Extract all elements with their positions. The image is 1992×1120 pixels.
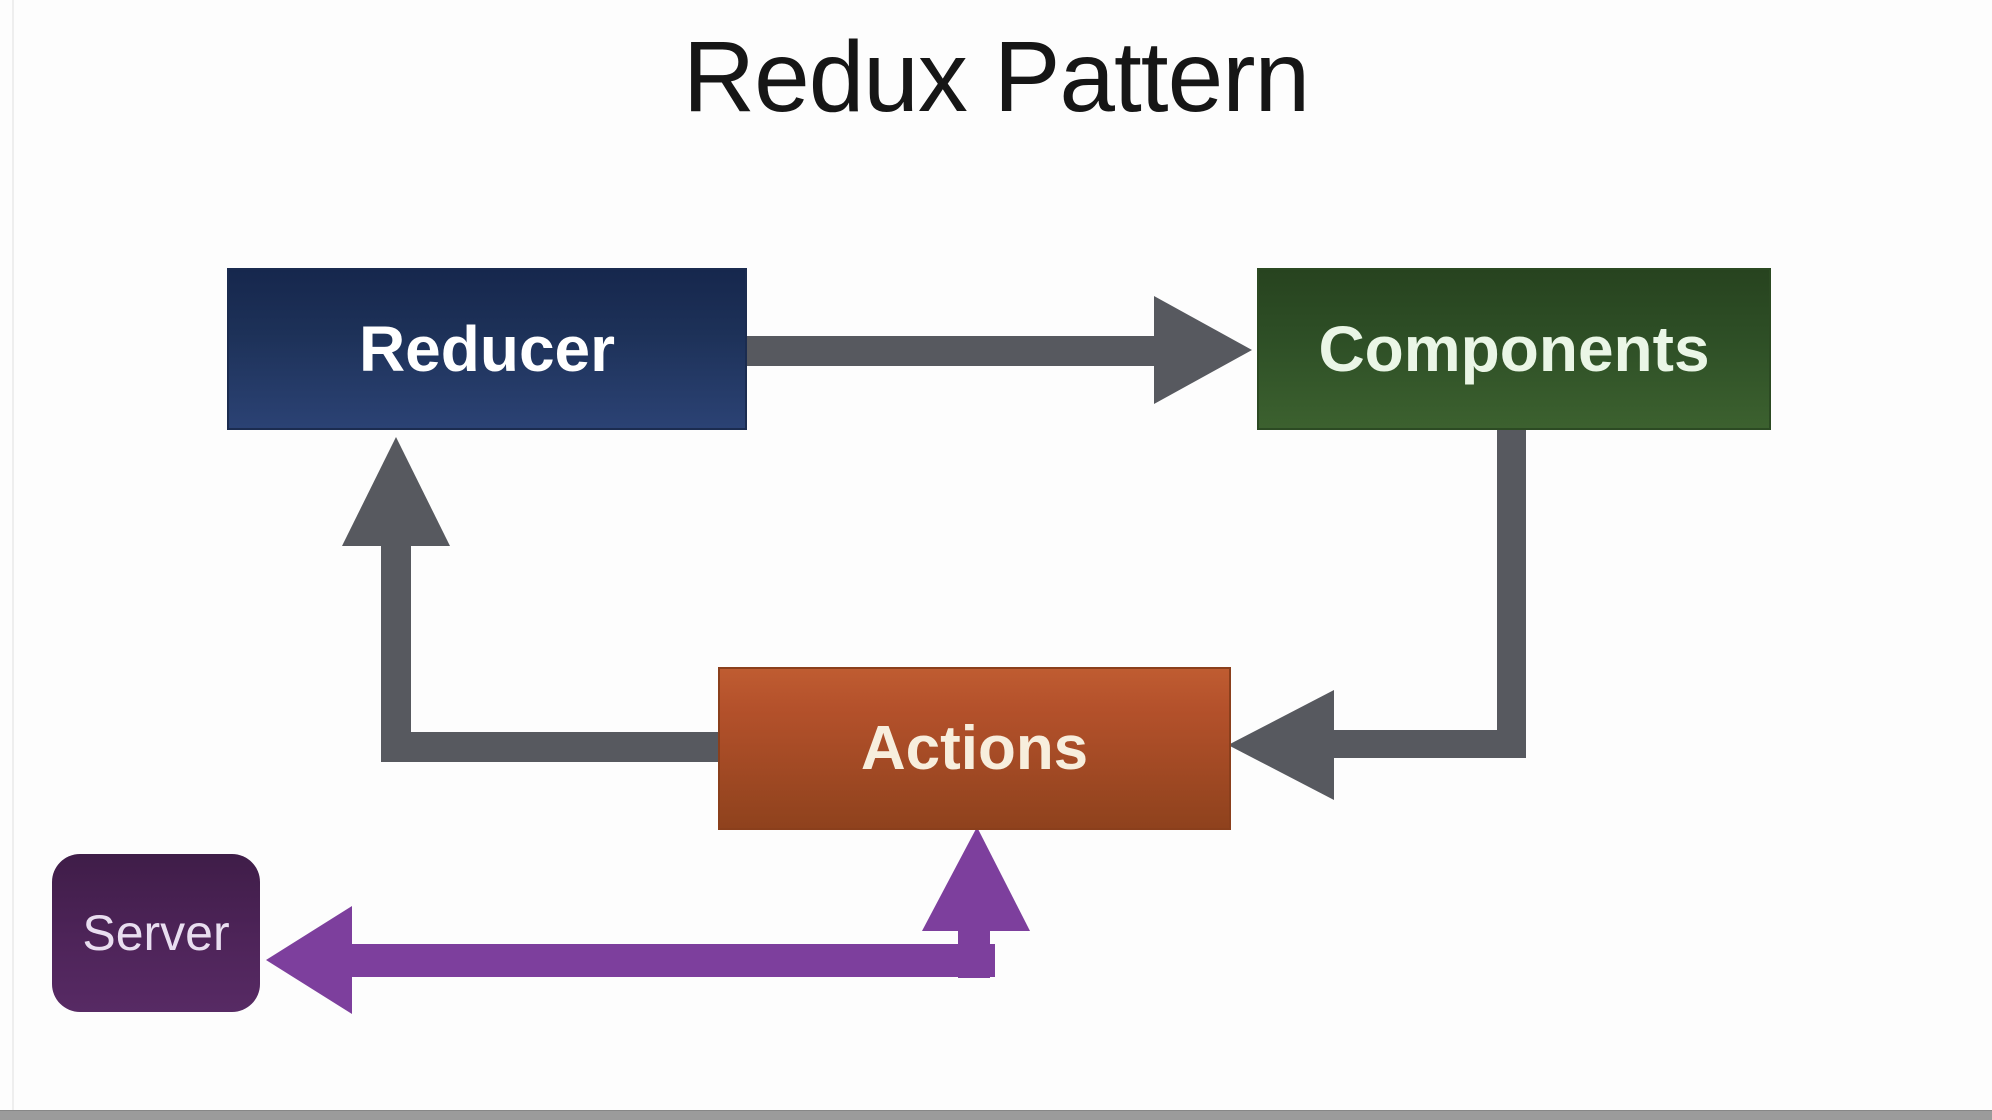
arrowhead-left-icon (266, 906, 352, 1014)
arrow-reducer-to-components (743, 296, 1252, 404)
arrowhead-up-icon (342, 437, 450, 546)
diagram-title: Redux Pattern (682, 21, 1310, 133)
arrowhead-right-icon (1154, 296, 1252, 404)
left-edge-artifact-line (12, 0, 14, 1120)
arrow-shaft-horizontal (396, 732, 718, 762)
arrow-components-to-actions (1228, 426, 1526, 800)
node-components-label: Components (1318, 313, 1710, 385)
node-components: Components (1257, 268, 1771, 430)
arrow-shaft-horizontal (1334, 730, 1526, 758)
arrow-shaft-vertical (381, 540, 411, 762)
arrow-actions-to-reducer (342, 437, 718, 762)
node-server: Server (52, 854, 260, 1012)
arrow-shaft-vertical (1497, 426, 1526, 758)
arrow-shaft-horizontal (348, 944, 995, 977)
arrow-shaft (743, 336, 1155, 366)
arrow-actions-to-server (266, 827, 1030, 1014)
node-reducer-label: Reducer (358, 313, 616, 385)
arrowhead-up-icon (922, 827, 1030, 931)
node-reducer: Reducer (227, 268, 747, 430)
arrowhead-left-icon (1228, 690, 1334, 800)
node-server-label: Server (82, 905, 230, 961)
node-actions-label: Actions (860, 714, 1089, 783)
node-actions: Actions (718, 667, 1231, 830)
video-progress-strip (0, 1110, 1992, 1120)
